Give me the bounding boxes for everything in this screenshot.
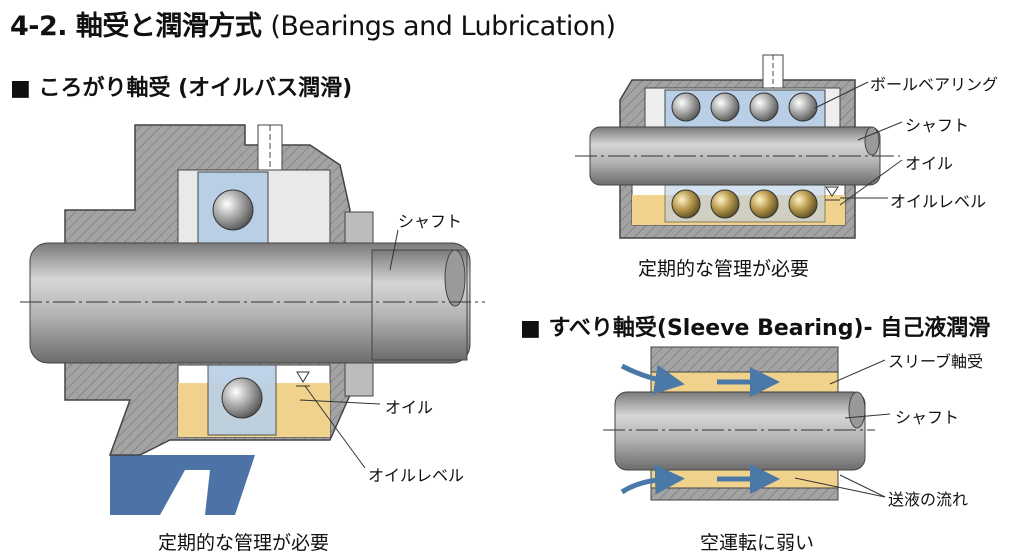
label-flow: 送液の流れ [888,490,969,509]
ball-bearing-diagram [575,54,903,239]
label-oil-level: オイルレベル [890,192,987,211]
label-shaft: シャフト [895,408,960,427]
page-title: 4-2. 軸受と潤滑方式 (Bearings and Lubrication) [10,4,616,43]
label-oil: オイル [905,154,954,173]
rolling-caption: 定期的な管理が必要 [158,532,330,554]
shaft-left [29,242,471,364]
label-shaft: シャフト [398,212,463,231]
ball-caption: 定期的な管理が必要 [638,258,810,280]
label-oil-level: オイルレベル [368,466,465,485]
title-en: (Bearings and Lubrication) [270,11,616,42]
label-oil: オイル [385,398,434,417]
label-ball-bearing: ボールベアリング [870,75,999,94]
rolling-heading: ■ ころがり軸受 (オイルバス潤滑) [10,76,353,101]
sleeve-heading: ■ すべり軸受(Sleeve Bearing)- 自己液潤滑 [520,316,991,341]
foot [110,455,255,515]
label-shaft: シャフト [905,116,970,135]
sleeve-bearing-diagram [603,346,891,501]
rolling-bearing-diagram [20,124,485,515]
label-sleeve-bearing: スリーブ軸受 [888,352,984,371]
title-jp: 4-2. 軸受と潤滑方式 [10,11,262,42]
sleeve-caption: 空運転に弱い [700,532,815,554]
